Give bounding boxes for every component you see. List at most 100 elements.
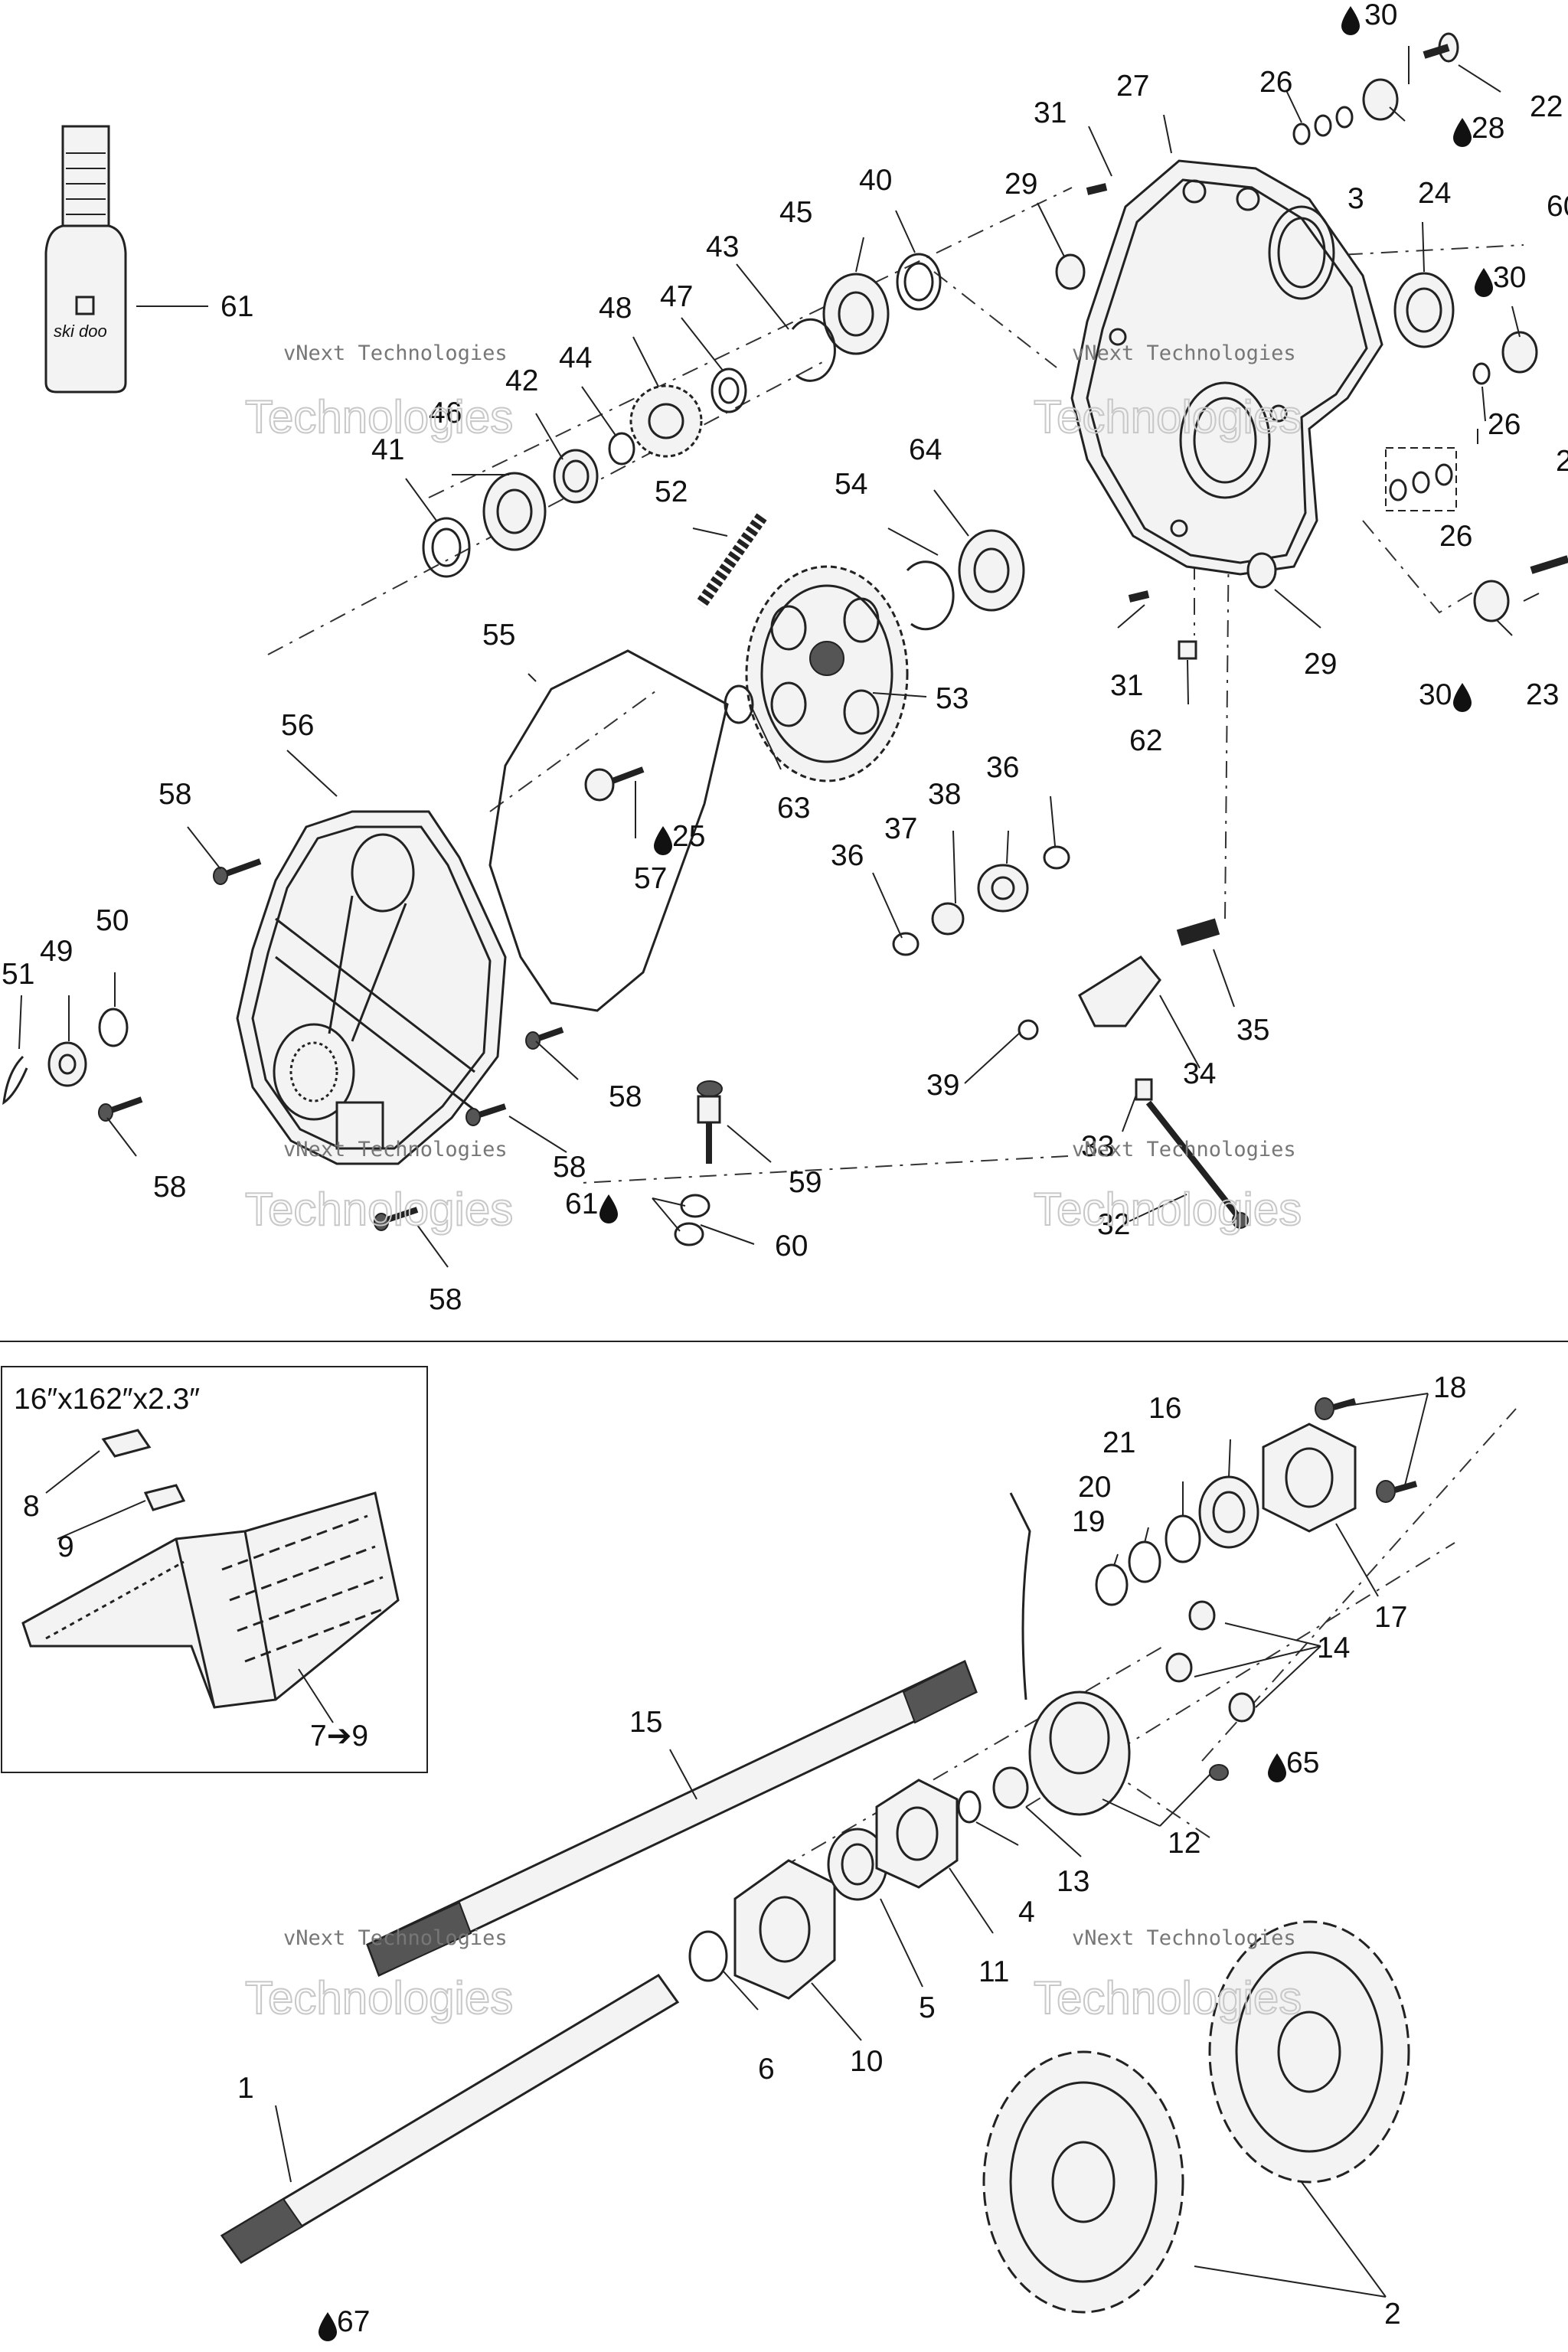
label-4: 4 <box>1018 1896 1035 1929</box>
label-16: 16 <box>1148 1392 1181 1425</box>
label-21: 21 <box>1102 1426 1135 1459</box>
bolt-part-32 <box>1145 1100 1249 1229</box>
label-40: 40 <box>859 164 892 197</box>
oil-drop-icon <box>1453 683 1472 712</box>
label-29-top: 29 <box>1004 168 1037 201</box>
grease-fitting-part-65 <box>1209 1764 1229 1781</box>
oil-drop-icon <box>1341 6 1360 35</box>
label-10: 10 <box>850 2045 883 2078</box>
tube-part-35 <box>1176 918 1220 946</box>
label-26-right: 26 <box>1488 408 1521 441</box>
label-53: 53 <box>936 682 969 715</box>
label-27: 27 <box>1116 70 1149 103</box>
drive-shaft-part-15 <box>366 1659 978 1978</box>
track-part-7 <box>21 1491 400 1709</box>
label-65: 65 <box>1286 1746 1319 1779</box>
oil-drop-icon <box>1268 1753 1286 1782</box>
label-36-left: 36 <box>831 839 864 872</box>
label-30-right: 30 <box>1493 261 1526 294</box>
watermark-outline: Technologies <box>245 391 513 443</box>
label-56: 56 <box>281 709 314 742</box>
watermark-text: vNext Technologies <box>1072 1138 1296 1161</box>
label-1: 1 <box>237 2072 254 2105</box>
label-13: 13 <box>1057 1865 1089 1898</box>
label-33: 33 <box>1081 1130 1114 1163</box>
label-60: 60 <box>775 1230 808 1263</box>
washer-part-26-right <box>1472 362 1491 385</box>
label-64: 64 <box>909 433 942 466</box>
label-58-a: 58 <box>158 778 191 811</box>
label-8: 8 <box>23 1490 40 1523</box>
assembly-lines-top <box>267 187 1524 1184</box>
dowel-part-31-bottom <box>1128 590 1150 603</box>
bolt-part-22 <box>1423 32 1459 63</box>
oil-drop-icons <box>318 6 1493 2341</box>
label-17: 17 <box>1374 1601 1407 1634</box>
watermark-text: vNext Technologies <box>283 1138 508 1161</box>
flange-part-11 <box>875 1779 959 1889</box>
label-7-9: 7➔9 <box>310 1720 368 1753</box>
plug-part-62 <box>1178 640 1197 660</box>
roller-part-38 <box>977 864 1029 913</box>
circlip-part-19 <box>1095 1563 1129 1606</box>
nut-part-29-top <box>1055 253 1086 290</box>
gasket-part-55 <box>488 649 729 1012</box>
assembly-lines-top-2 <box>1194 520 1478 920</box>
label-52: 52 <box>655 475 688 508</box>
label-20: 20 <box>1078 1471 1111 1504</box>
driven-sprocket-part-53 <box>745 565 909 782</box>
upper-chaincase-housing-part-27 <box>1070 159 1383 576</box>
circlip-part-39 <box>1018 1019 1039 1040</box>
sprocket-part-48 <box>629 384 703 458</box>
nut-part-29-bottom <box>1246 552 1277 589</box>
seal-part-40 <box>896 253 942 311</box>
label-41: 41 <box>371 433 404 466</box>
label-19: 19 <box>1072 1505 1105 1538</box>
washers-part-60 <box>674 1194 710 1246</box>
label-60-cut: 60 <box>1547 190 1568 223</box>
oil-bottle-part-61: ski doo <box>44 125 127 394</box>
label-44: 44 <box>559 341 592 374</box>
label-18: 18 <box>1433 1371 1466 1404</box>
watermark-outline: Technologies <box>1034 1972 1302 2024</box>
label-49: 49 <box>40 935 73 968</box>
track-inset-box <box>1 1366 428 1773</box>
label-23: 23 <box>1526 678 1559 711</box>
drive-chain-part-52 <box>695 513 767 609</box>
seal-part-3 <box>1393 272 1455 348</box>
label-37: 37 <box>884 812 917 845</box>
label-43: 43 <box>706 230 739 263</box>
label-26-mid: 26 <box>1439 520 1472 553</box>
cotter-pin-part-51 <box>2 1055 28 1106</box>
label-11: 11 <box>978 1955 1010 1988</box>
label-9: 9 <box>57 1530 74 1563</box>
label-58-b: 58 <box>609 1080 642 1113</box>
label-58-e: 58 <box>429 1283 462 1316</box>
label-30-top: 30 <box>1364 0 1397 31</box>
washer-part-44 <box>608 432 635 466</box>
label-62: 62 <box>1129 724 1162 757</box>
label-5: 5 <box>919 1991 936 2024</box>
sleeve-part-33 <box>1135 1078 1153 1101</box>
washers-part-26-top <box>1292 106 1354 145</box>
label-67: 67 <box>337 2305 370 2338</box>
washer-part-50 <box>98 1008 129 1047</box>
clip-part-8 <box>101 1429 152 1458</box>
label-50: 50 <box>96 904 129 937</box>
washer-part-63 <box>724 684 754 724</box>
nut-part-30-right <box>1501 331 1538 374</box>
label-61: 61 <box>220 290 253 323</box>
bearing-part-46 <box>482 472 547 551</box>
label-48: 48 <box>599 292 632 325</box>
drive-sprocket-part-2-right <box>1208 1920 1410 2184</box>
label-30-bottom: 30 <box>1419 678 1452 711</box>
label-55: 55 <box>482 619 515 652</box>
watermark-text: vNext Technologies <box>1072 341 1296 365</box>
seal-part-21 <box>1165 1514 1201 1563</box>
bolt-part-23 <box>1530 555 1568 574</box>
label-47: 47 <box>660 280 693 313</box>
bolts-part-58 <box>98 858 564 1231</box>
spacer-part-47 <box>710 368 747 413</box>
label-59: 59 <box>789 1166 822 1199</box>
